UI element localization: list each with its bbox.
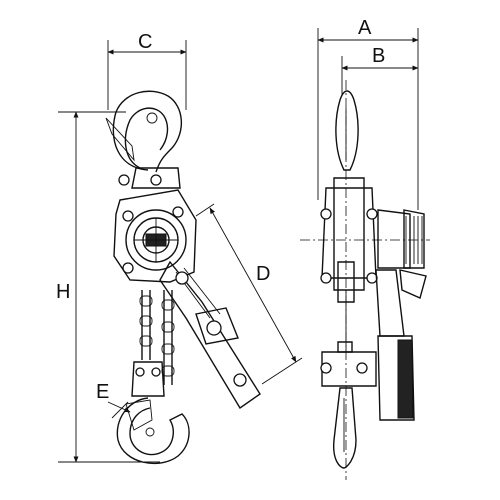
- hoist-body: [113, 189, 197, 283]
- dimension-b: B: [341, 45, 419, 96]
- label-d: D: [256, 263, 270, 285]
- dimension-h: H: [56, 111, 160, 463]
- dimension-a: A: [317, 17, 419, 210]
- label-b: B: [372, 45, 385, 67]
- label-h: H: [56, 281, 70, 303]
- side-view: A B: [300, 17, 430, 480]
- label-c: C: [138, 31, 152, 53]
- lever-handle: [159, 260, 261, 410]
- side-handle: [375, 269, 415, 421]
- label-e: E: [96, 381, 109, 403]
- top-hook: [105, 90, 183, 173]
- front-view: C H D E: [56, 31, 303, 465]
- load-chain: [139, 290, 175, 385]
- side-body: [320, 177, 427, 299]
- dimension-c: C: [107, 31, 187, 110]
- bottom-hook: [116, 397, 190, 465]
- dimension-d: D: [195, 203, 303, 385]
- label-a: A: [358, 17, 372, 39]
- dimension-e: E: [96, 381, 131, 419]
